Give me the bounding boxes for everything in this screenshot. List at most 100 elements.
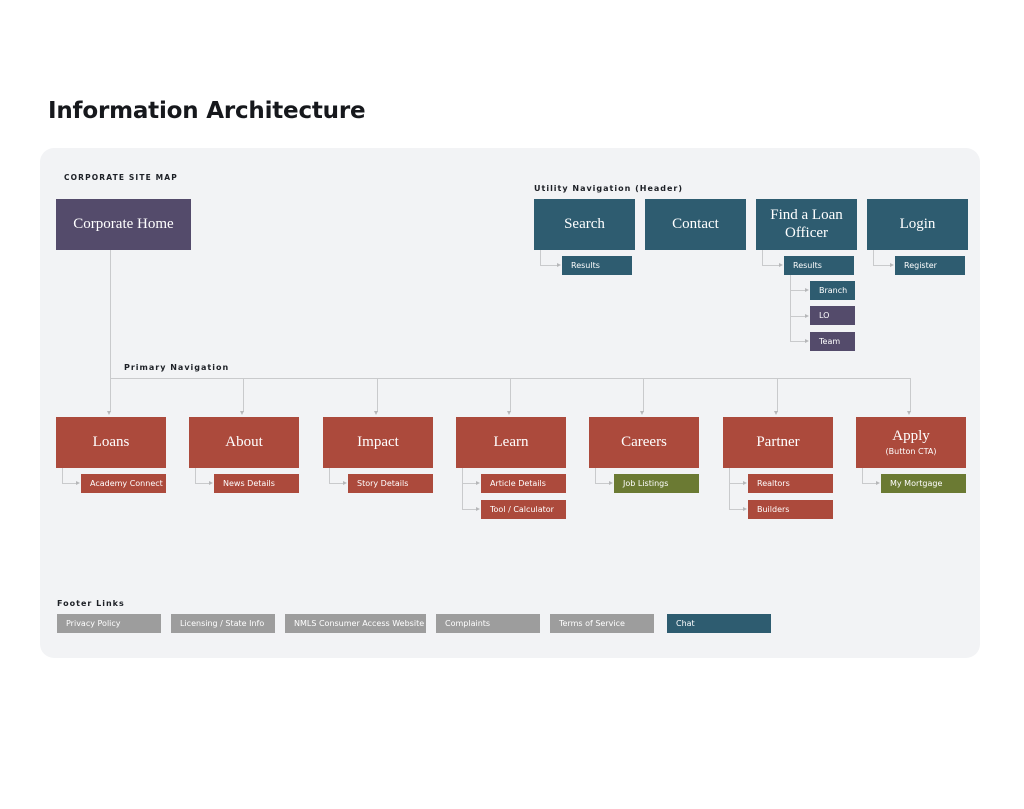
connector-lo-arrow xyxy=(805,314,809,318)
node-corporate-home[interactable]: Corporate Home xyxy=(56,199,191,250)
node-login-register[interactable]: Register xyxy=(895,256,965,275)
node-flo-results-label: Results xyxy=(793,260,822,270)
connector-learn-arrow2 xyxy=(476,507,480,511)
connector-search-v xyxy=(540,250,541,266)
connector-apply-arrow xyxy=(876,481,880,485)
label-corporate-site-map: CORPORATE SITE MAP xyxy=(64,173,178,182)
node-apply[interactable]: Apply (Button CTA) xyxy=(856,417,966,468)
connector-loans-v xyxy=(62,468,63,484)
node-search-results-label: Results xyxy=(571,260,600,270)
connector-careers-v xyxy=(595,468,596,484)
footer-link-complaints-label: Complaints xyxy=(445,618,491,628)
footer-link-terms-of-service[interactable]: Terms of Service xyxy=(550,614,654,633)
connector-drop-impact-arrow xyxy=(374,411,378,415)
node-flo-results[interactable]: Results xyxy=(784,256,854,275)
node-about[interactable]: About xyxy=(189,417,299,468)
connector-learn-arrow1 xyxy=(476,481,480,485)
node-find-a-loan-officer[interactable]: Find a Loan Officer xyxy=(756,199,857,250)
node-academy-connect[interactable]: Academy Connect xyxy=(81,474,166,493)
connector-root-stem xyxy=(110,250,111,378)
node-my-mortgage[interactable]: My Mortgage xyxy=(881,474,966,493)
connector-about-h xyxy=(195,483,210,484)
node-impact-label: Impact xyxy=(357,433,399,450)
connector-team-arrow xyxy=(805,339,809,343)
node-article-details[interactable]: Article Details xyxy=(481,474,566,493)
node-flo-lo[interactable]: LO xyxy=(810,306,855,325)
node-login[interactable]: Login xyxy=(867,199,968,250)
connector-lo-h xyxy=(790,316,806,317)
connector-login-v xyxy=(873,250,874,266)
connector-drop-partner xyxy=(777,378,778,412)
node-realtors[interactable]: Realtors xyxy=(748,474,833,493)
node-my-mortgage-label: My Mortgage xyxy=(890,478,943,488)
footer-link-privacy-policy[interactable]: Privacy Policy xyxy=(57,614,161,633)
node-job-listings-label: Job Listings xyxy=(623,478,669,488)
connector-about-arrow xyxy=(209,481,213,485)
connector-flo-spine xyxy=(790,275,791,342)
node-news-details-label: News Details xyxy=(223,478,275,488)
connector-apply-h xyxy=(862,483,877,484)
footer-link-terms-of-service-label: Terms of Service xyxy=(559,618,625,628)
node-job-listings[interactable]: Job Listings xyxy=(614,474,699,493)
node-search-results[interactable]: Results xyxy=(562,256,632,275)
node-learn[interactable]: Learn xyxy=(456,417,566,468)
connector-team-h xyxy=(790,341,806,342)
node-tool-calculator[interactable]: Tool / Calculator xyxy=(481,500,566,519)
node-partner[interactable]: Partner xyxy=(723,417,833,468)
node-contact[interactable]: Contact xyxy=(645,199,746,250)
node-story-details[interactable]: Story Details xyxy=(348,474,433,493)
connector-partner-spine xyxy=(729,468,730,510)
connector-flo-arrow xyxy=(779,263,783,267)
connector-drop-apply xyxy=(910,378,911,412)
connector-login-arrow xyxy=(890,263,894,267)
connector-drop-learn xyxy=(510,378,511,412)
node-flo-team[interactable]: Team xyxy=(810,332,855,351)
page-title: Information Architecture xyxy=(48,98,366,124)
footer-link-licensing-state-info[interactable]: Licensing / State Info xyxy=(171,614,275,633)
connector-learn-h2 xyxy=(462,509,477,510)
node-careers[interactable]: Careers xyxy=(589,417,699,468)
node-news-details[interactable]: News Details xyxy=(214,474,299,493)
node-loans[interactable]: Loans xyxy=(56,417,166,468)
node-flo-lo-label: LO xyxy=(819,310,830,320)
node-careers-label: Careers xyxy=(621,433,667,450)
node-partner-label: Partner xyxy=(756,433,800,450)
connector-impact-v xyxy=(329,468,330,484)
connector-careers-arrow xyxy=(609,481,613,485)
connector-login-h xyxy=(873,265,891,266)
node-impact[interactable]: Impact xyxy=(323,417,433,468)
connector-drop-loans-arrow xyxy=(107,411,111,415)
connector-about-v xyxy=(195,468,196,484)
footer-link-nmls-consumer-access-website[interactable]: NMLS Consumer Access Website xyxy=(285,614,426,633)
connector-drop-about-arrow xyxy=(240,411,244,415)
connector-flo-v xyxy=(762,250,763,266)
connector-loans-h xyxy=(62,483,77,484)
node-login-register-label: Register xyxy=(904,260,937,270)
node-builders-label: Builders xyxy=(757,504,790,514)
connector-drop-learn-arrow xyxy=(507,411,511,415)
footer-link-chat[interactable]: Chat xyxy=(667,614,771,633)
connector-drop-careers-arrow xyxy=(640,411,644,415)
connector-drop-about xyxy=(243,378,244,412)
footer-link-complaints[interactable]: Complaints xyxy=(436,614,540,633)
connector-drop-loans xyxy=(110,378,111,412)
node-learn-label: Learn xyxy=(493,433,529,450)
node-search-label: Search xyxy=(564,215,605,232)
label-primary-navigation: Primary Navigation xyxy=(124,363,230,372)
connector-partner-arrow2 xyxy=(743,507,747,511)
node-article-details-label: Article Details xyxy=(490,478,546,488)
footer-link-privacy-policy-label: Privacy Policy xyxy=(66,618,121,628)
connector-search-arrow xyxy=(557,263,561,267)
node-apply-label: Apply xyxy=(892,428,930,445)
connector-loans-arrow xyxy=(76,481,80,485)
connector-drop-impact xyxy=(377,378,378,412)
node-flo-team-label: Team xyxy=(819,336,841,346)
node-search[interactable]: Search xyxy=(534,199,635,250)
node-flo-branch[interactable]: Branch xyxy=(810,281,855,300)
node-builders[interactable]: Builders xyxy=(748,500,833,519)
node-tool-calculator-label: Tool / Calculator xyxy=(490,504,554,514)
label-footer-links: Footer Links xyxy=(57,599,125,608)
node-academy-connect-label: Academy Connect xyxy=(90,478,163,488)
connector-apply-v xyxy=(862,468,863,484)
